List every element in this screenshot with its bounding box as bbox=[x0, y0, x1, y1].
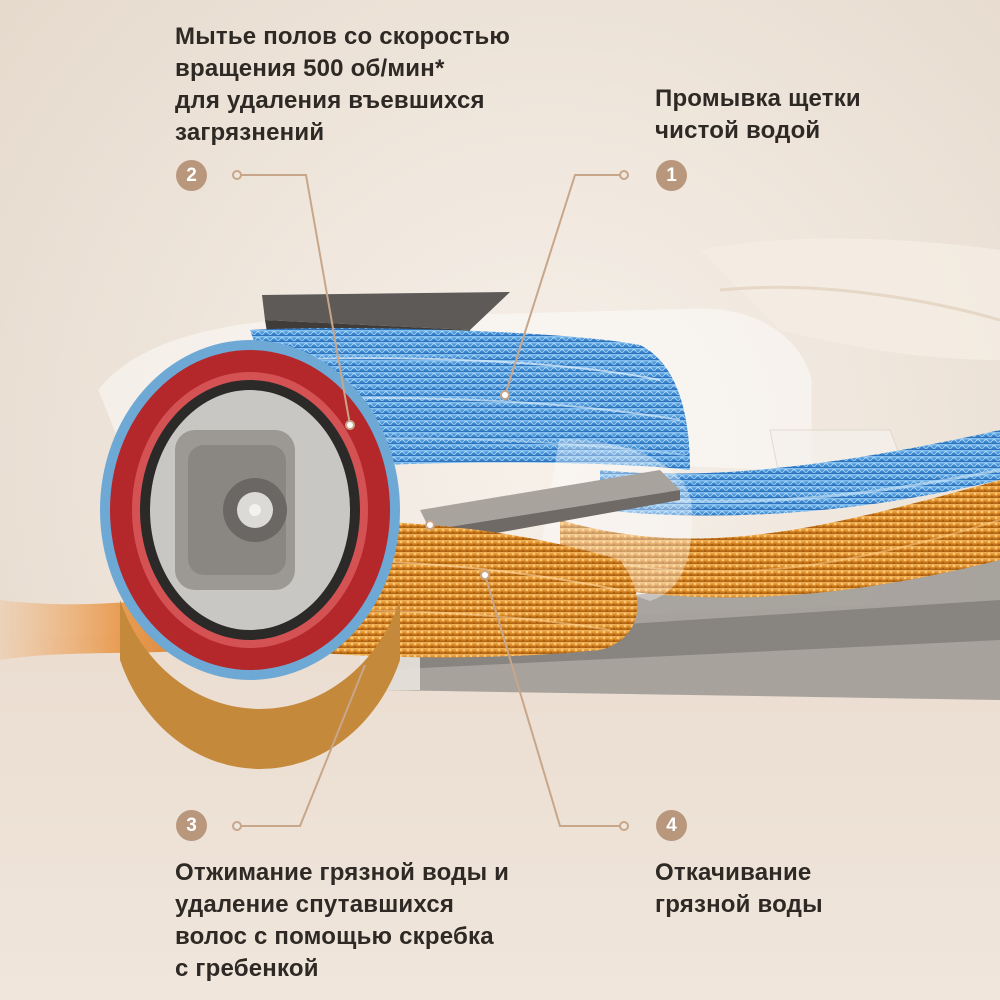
callout-3-text: Отжимание грязной воды и удаление спутав… bbox=[175, 857, 509, 985]
callout-3-line-3: волос с помощью скребка bbox=[175, 923, 494, 950]
callout-2-line-3: для удаления въевшихся bbox=[175, 87, 485, 114]
callout-1-line-1: Промывка щетки bbox=[655, 85, 861, 112]
callout-2-line-4: загрязнений bbox=[175, 119, 325, 146]
callout-number-2-badge: 2 bbox=[176, 160, 207, 191]
callout-2-line-2: вращения 500 об/мин* bbox=[175, 55, 445, 82]
callout-number-4-badge: 4 bbox=[656, 810, 687, 841]
callout-2-line-1: Мытье полов со скоростью bbox=[175, 23, 511, 50]
callout-1-line-2: чистой водой bbox=[655, 117, 821, 144]
callout-1-text: Промывка щетки чистой водой bbox=[655, 83, 861, 147]
callout-3-line-1: Отжимание грязной воды и bbox=[175, 859, 510, 886]
callout-3-line-4: с гребенкой bbox=[175, 955, 319, 982]
callout-2-text: Мытье полов со скоростью вращения 500 об… bbox=[175, 21, 510, 149]
callout-number-3-badge: 3 bbox=[176, 810, 207, 841]
callout-number-1-badge: 1 bbox=[656, 160, 687, 191]
callout-4-line-1: Откачивание bbox=[655, 859, 812, 886]
callout-4-line-2: грязной воды bbox=[655, 891, 823, 918]
callout-3-line-2: удаление спутавшихся bbox=[175, 891, 455, 918]
callout-4-text: Откачивание грязной воды bbox=[655, 857, 823, 921]
